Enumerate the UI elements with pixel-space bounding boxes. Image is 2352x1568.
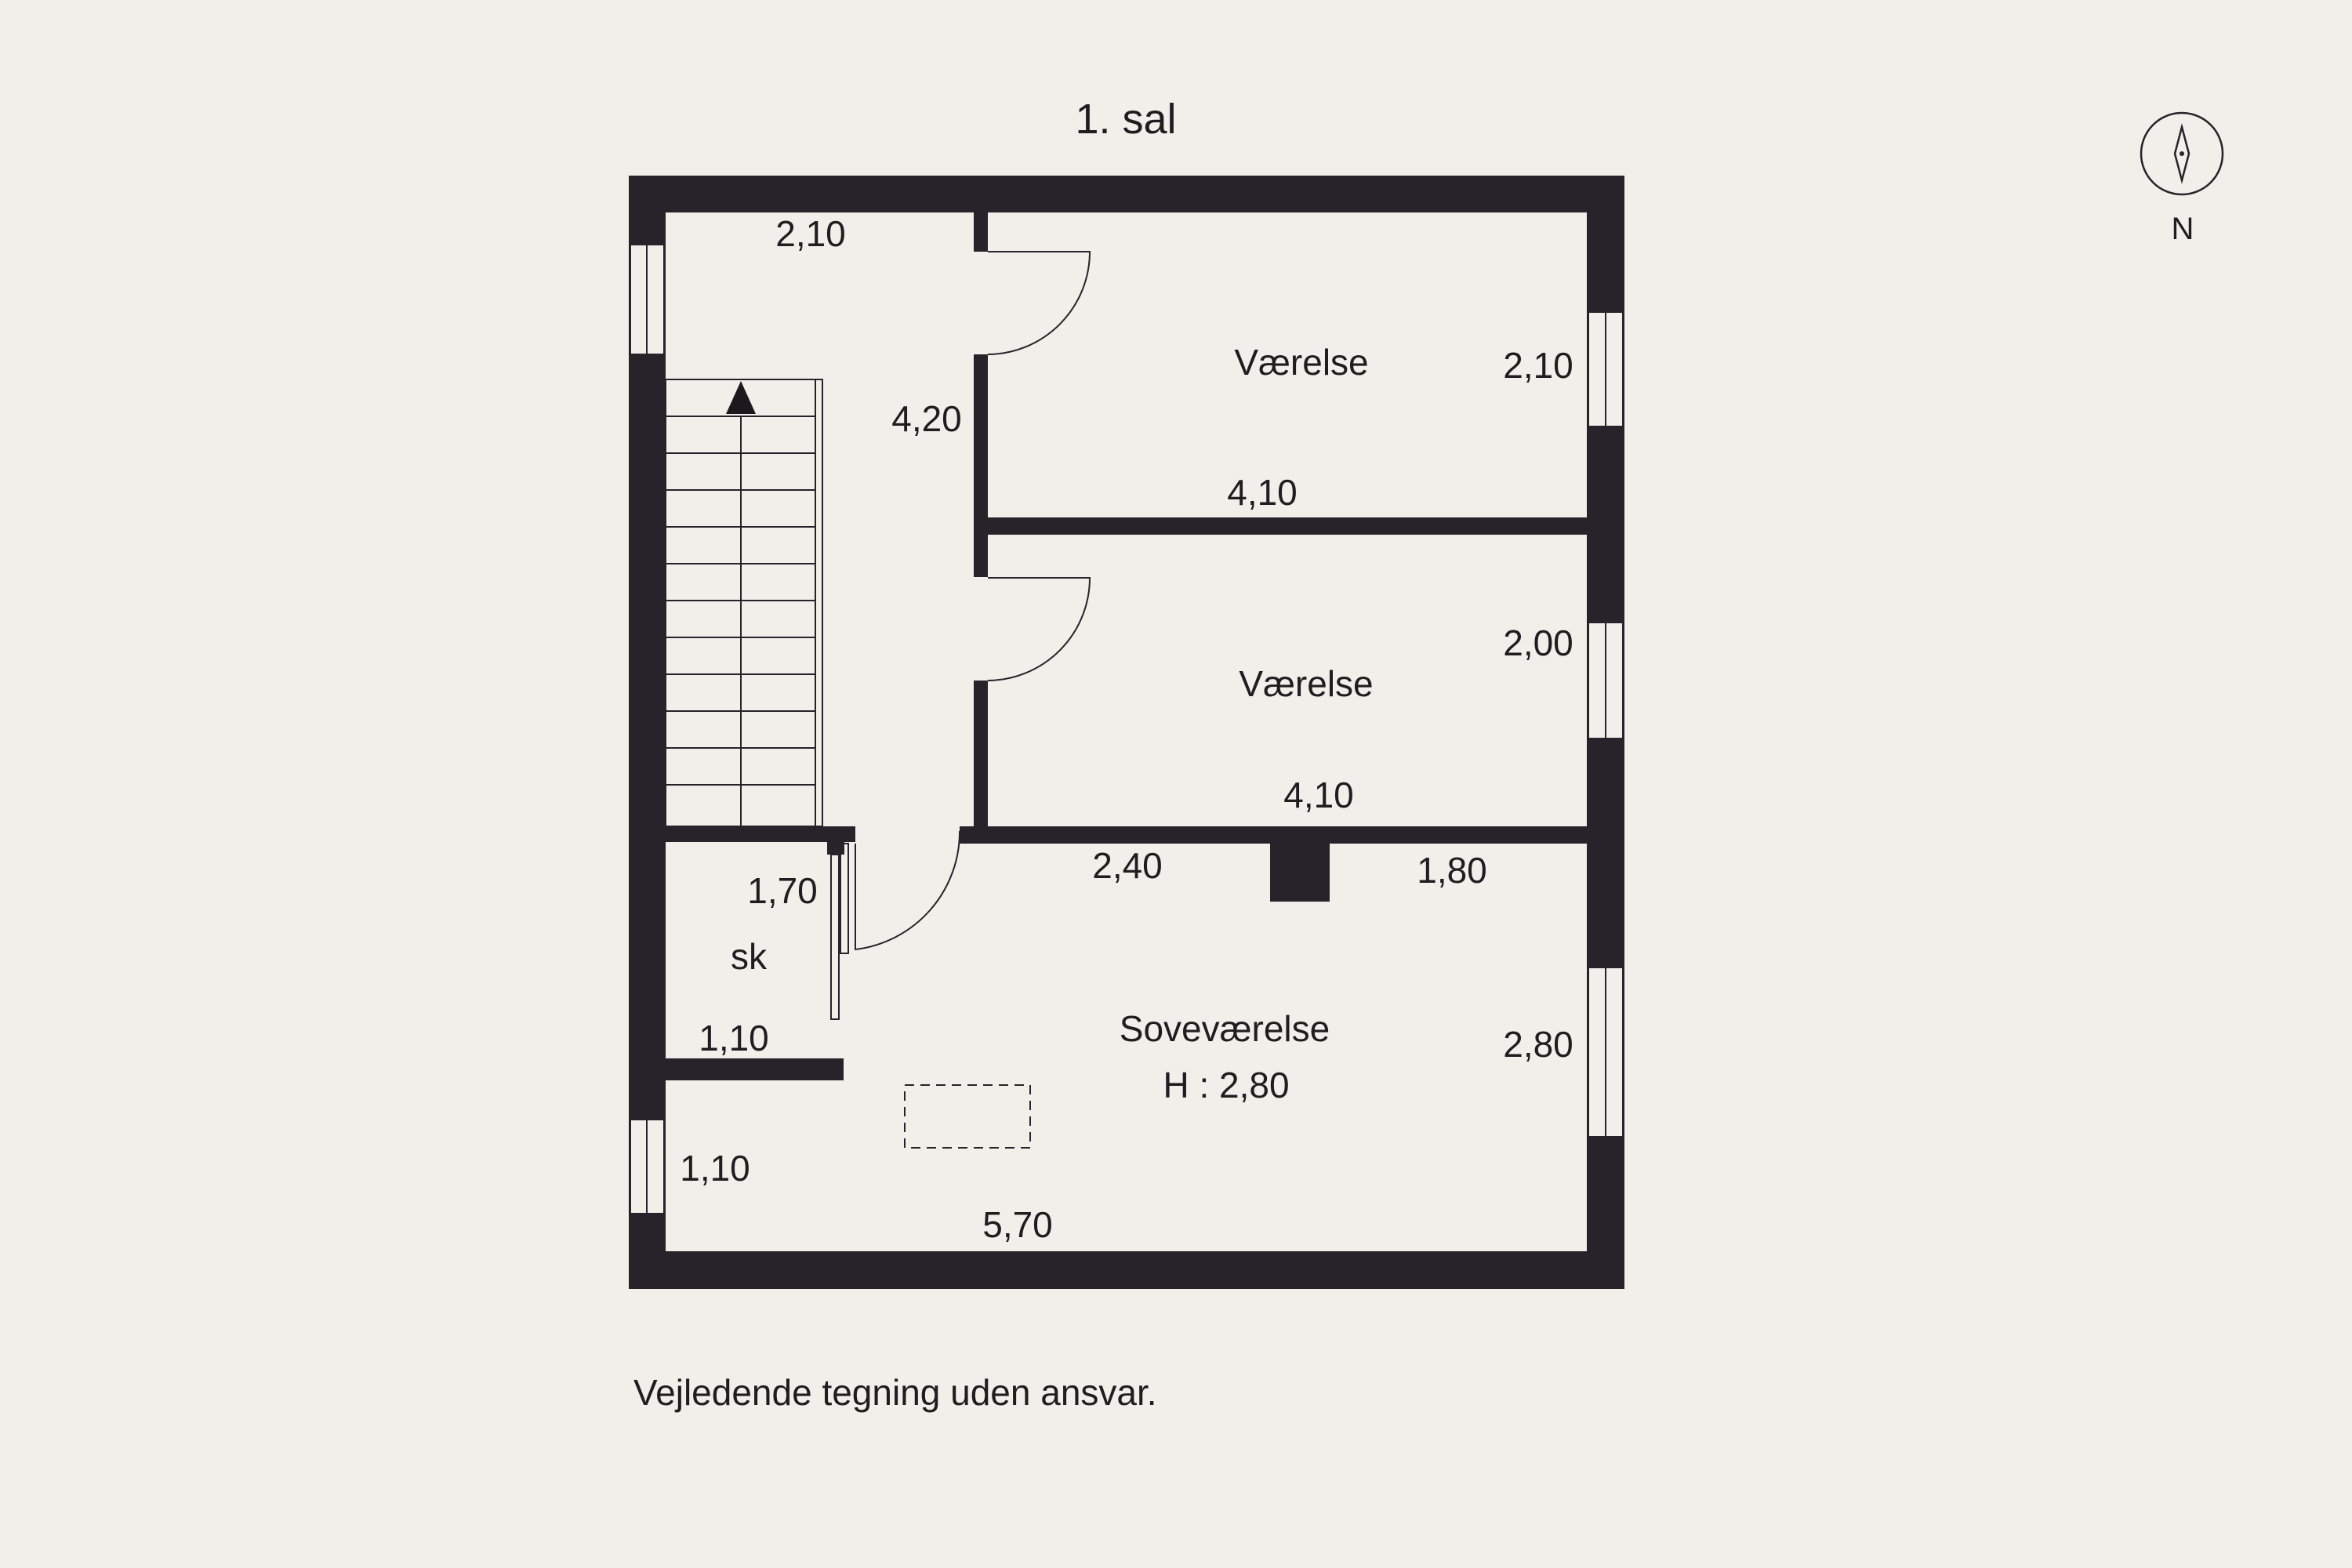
- skylight-outline: [904, 1084, 1031, 1149]
- stair-arrow-icon: [726, 381, 756, 414]
- dim-bedroom-top-left: 2,40: [1092, 845, 1163, 886]
- wall-room-divider-1: [974, 517, 1587, 535]
- outer-wall-top: [629, 176, 1624, 212]
- dim-bedroom-width: 5,70: [982, 1204, 1053, 1245]
- door-bedroom: [855, 830, 961, 951]
- wall-hall-mid: [974, 354, 988, 577]
- dim-middle-room-height: 2,00: [1503, 622, 1573, 663]
- closet-sliding-door-2: [840, 843, 849, 954]
- dim-closet-width: 1,10: [699, 1018, 769, 1058]
- windows: [630, 244, 1624, 1214]
- compass-north-label: N: [2171, 212, 2194, 246]
- bedroom-height-label: H : 2,80: [1163, 1065, 1290, 1105]
- door-middle-room: [987, 577, 1091, 681]
- compass-icon: [2140, 111, 2224, 196]
- dim-hall-height: 4,20: [891, 398, 962, 439]
- wall-hall-upper: [974, 212, 988, 252]
- dim-bedroom-top-right: 1,80: [1417, 850, 1487, 891]
- room-label-bedroom: Soveværelse: [1119, 1008, 1330, 1049]
- wall-room-divider-2: [960, 826, 1587, 844]
- room-label-upper: Værelse: [1234, 342, 1369, 383]
- doors: [830, 251, 1091, 1020]
- stairs: [665, 379, 823, 827]
- door-upper-room: [987, 251, 1091, 355]
- room-label-middle: Værelse: [1239, 663, 1374, 704]
- walls: [629, 176, 1624, 1289]
- room-label-closet: sk: [731, 936, 767, 977]
- dim-middle-room-width: 4,10: [1283, 775, 1354, 815]
- wall-hall-lower: [974, 681, 988, 828]
- dim-upper-room-height: 2,10: [1503, 345, 1573, 386]
- wall-closet-top: [666, 826, 855, 842]
- dim-hall-top: 2,10: [775, 213, 846, 254]
- floor-title: 1. sal: [1075, 96, 1177, 143]
- chimney: [1270, 844, 1330, 902]
- closet-sliding-door: [830, 854, 840, 1020]
- outer-wall-bottom: [629, 1251, 1624, 1289]
- dim-upper-room-width: 4,10: [1227, 472, 1298, 513]
- dim-bedroom-left-nook: 1,10: [680, 1148, 750, 1189]
- outer-wall-left: [629, 176, 666, 1289]
- wall-closet-bottom: [666, 1058, 844, 1080]
- dim-bedroom-height: 2,80: [1503, 1024, 1573, 1065]
- disclaimer-note: Vejledende tegning uden ansvar.: [633, 1372, 1157, 1413]
- dim-closet-height: 1,70: [747, 870, 818, 911]
